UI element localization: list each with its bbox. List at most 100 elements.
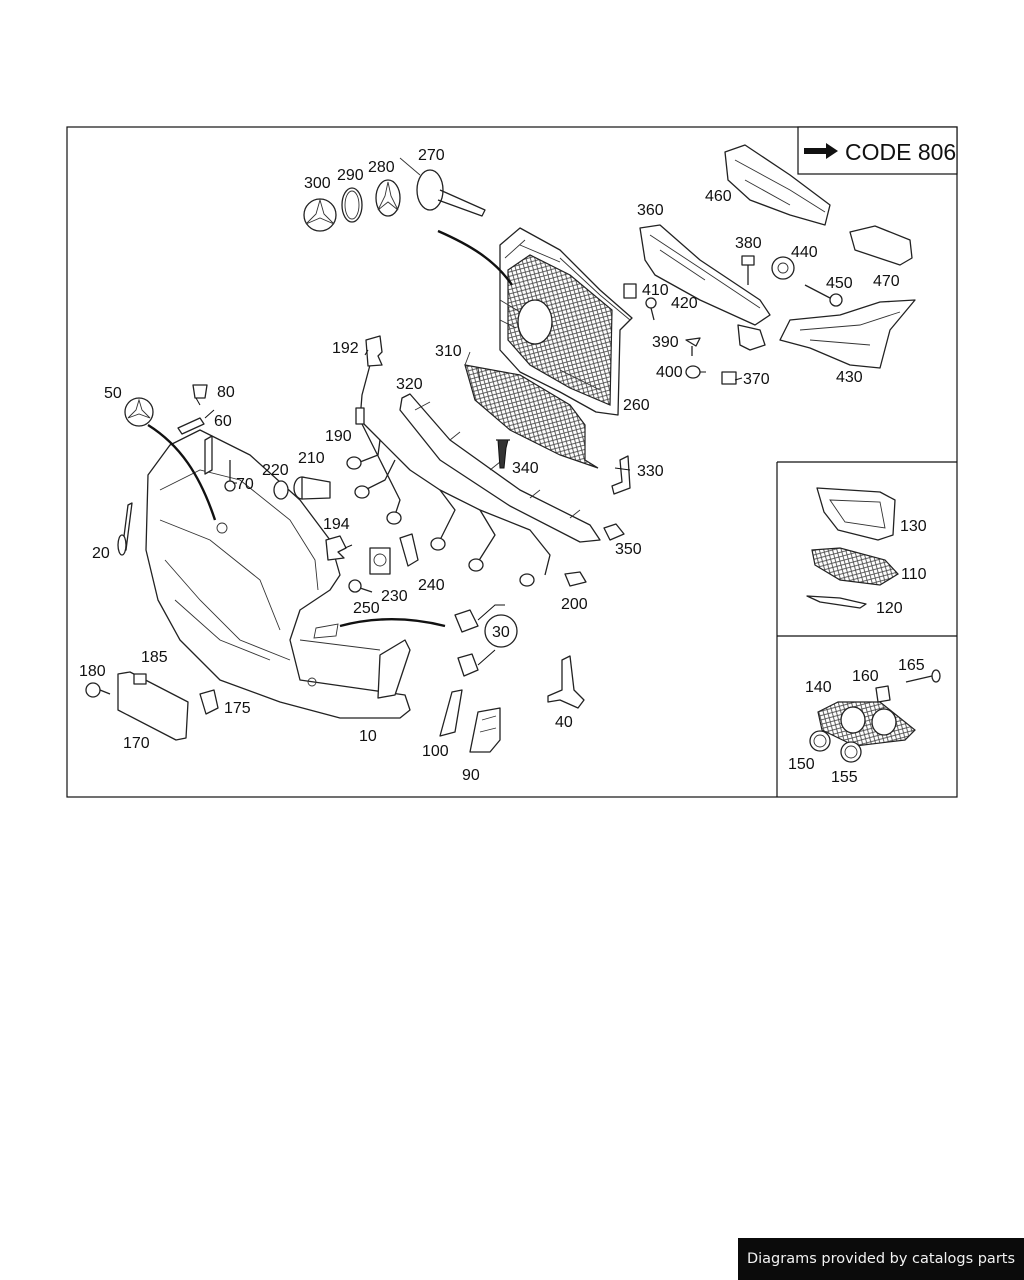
label-400: 400 [656, 364, 683, 381]
diagram-frame [66, 126, 958, 798]
part-440-nut [771, 256, 795, 280]
part-380-bolt [741, 255, 755, 285]
label-150: 150 [788, 756, 815, 773]
part-340-clip [496, 439, 510, 469]
label-192: 192 [332, 340, 359, 357]
label-460: 460 [705, 188, 732, 205]
part-130-frame [816, 487, 896, 541]
part-280-star [375, 179, 401, 217]
part-150-ring [809, 730, 831, 752]
part-192-cover [365, 335, 383, 367]
label-165: 165 [898, 657, 925, 674]
part-250-screw [348, 579, 373, 593]
label-160: 160 [852, 668, 879, 685]
part-50-emblem [124, 397, 154, 427]
label-390: 390 [652, 334, 679, 351]
part-200-clip [564, 571, 587, 587]
label-130: 130 [900, 518, 927, 535]
part-80-clip [192, 384, 208, 399]
label-20: 20 [92, 545, 110, 562]
label-380: 380 [735, 235, 762, 252]
part-270-emblem-holder [399, 157, 486, 217]
part-290-ring [341, 187, 363, 223]
part-300-star-emblem [303, 198, 337, 232]
code-label: CODE 806 [845, 139, 956, 165]
label-290: 290 [337, 167, 364, 184]
part-40-bracket [547, 655, 585, 709]
label-190: 190 [325, 428, 352, 445]
label-280: 280 [368, 159, 395, 176]
label-410: 410 [642, 282, 669, 299]
label-270: 270 [418, 147, 445, 164]
label-90: 90 [462, 767, 480, 784]
part-320-trim-strip [399, 393, 601, 543]
label-185: 185 [141, 649, 168, 666]
label-70: 70 [236, 476, 254, 493]
part-155-ring [840, 741, 862, 763]
part-370-bracket [721, 324, 766, 385]
label-50: 50 [104, 385, 122, 402]
part-90-cover [469, 707, 501, 753]
label-470: 470 [873, 273, 900, 290]
part-180-fastener [85, 682, 111, 698]
label-350: 350 [615, 541, 642, 558]
label-120: 120 [876, 600, 903, 617]
label-250: 250 [353, 600, 380, 617]
part-450-bolt [804, 284, 843, 307]
label-370: 370 [743, 371, 770, 388]
arrow-right-icon [804, 143, 838, 159]
callout-labels: 10 20 30 40 50 60 70 80 90 100 110 120 1… [79, 147, 927, 786]
label-100: 100 [422, 743, 449, 760]
part-360-bracket [639, 224, 771, 326]
label-200: 200 [561, 596, 588, 613]
part-350-clip [603, 523, 625, 541]
label-240: 240 [418, 577, 445, 594]
part-160-clip [875, 685, 891, 703]
label-40: 40 [555, 714, 573, 731]
part-230-sensor-holder [369, 547, 391, 575]
part-140-light-housing [817, 701, 916, 747]
part-185-clip [133, 673, 147, 685]
label-180: 180 [79, 663, 106, 680]
part-410-clip [623, 283, 637, 299]
part-260-grille [499, 227, 633, 416]
part-165-screw [905, 669, 941, 683]
part-20-trim [117, 502, 133, 556]
label-30: 30 [492, 624, 510, 641]
label-110: 110 [901, 566, 927, 583]
label-360: 360 [637, 202, 664, 219]
part-194-cover [325, 535, 347, 561]
part-100-trim [439, 689, 463, 737]
part-30-clip-set [454, 604, 518, 677]
part-420-bolt [645, 297, 657, 321]
label-310: 310 [435, 343, 462, 360]
label-194: 194 [323, 516, 350, 533]
label-300: 300 [304, 175, 331, 192]
part-120-strip [806, 595, 867, 609]
credit-banner: Diagrams provided by catalogs parts [738, 1238, 1024, 1280]
part-330-bracket [611, 455, 631, 495]
part-10-bumper [145, 429, 411, 719]
part-460-bracket [724, 144, 831, 226]
label-140: 140 [805, 679, 832, 696]
label-450: 450 [826, 275, 853, 292]
label-230: 230 [381, 588, 408, 605]
code-box: CODE 806 [797, 126, 958, 175]
part-110-grille-insert [811, 547, 899, 586]
leader-lines [195, 349, 743, 549]
label-170: 170 [123, 735, 150, 752]
label-330: 330 [637, 463, 664, 480]
label-260: 260 [623, 397, 650, 414]
label-210: 210 [298, 450, 325, 467]
part-70-screw [224, 460, 236, 492]
label-320: 320 [396, 376, 423, 393]
part-430-support [779, 299, 916, 369]
label-155: 155 [831, 769, 858, 786]
part-190-wiring-harness [346, 364, 551, 587]
part-170-license-plate-holder [117, 671, 189, 741]
label-430: 430 [836, 369, 863, 386]
label-340: 340 [512, 460, 539, 477]
part-400-plug [685, 365, 701, 379]
label-175: 175 [224, 700, 251, 717]
